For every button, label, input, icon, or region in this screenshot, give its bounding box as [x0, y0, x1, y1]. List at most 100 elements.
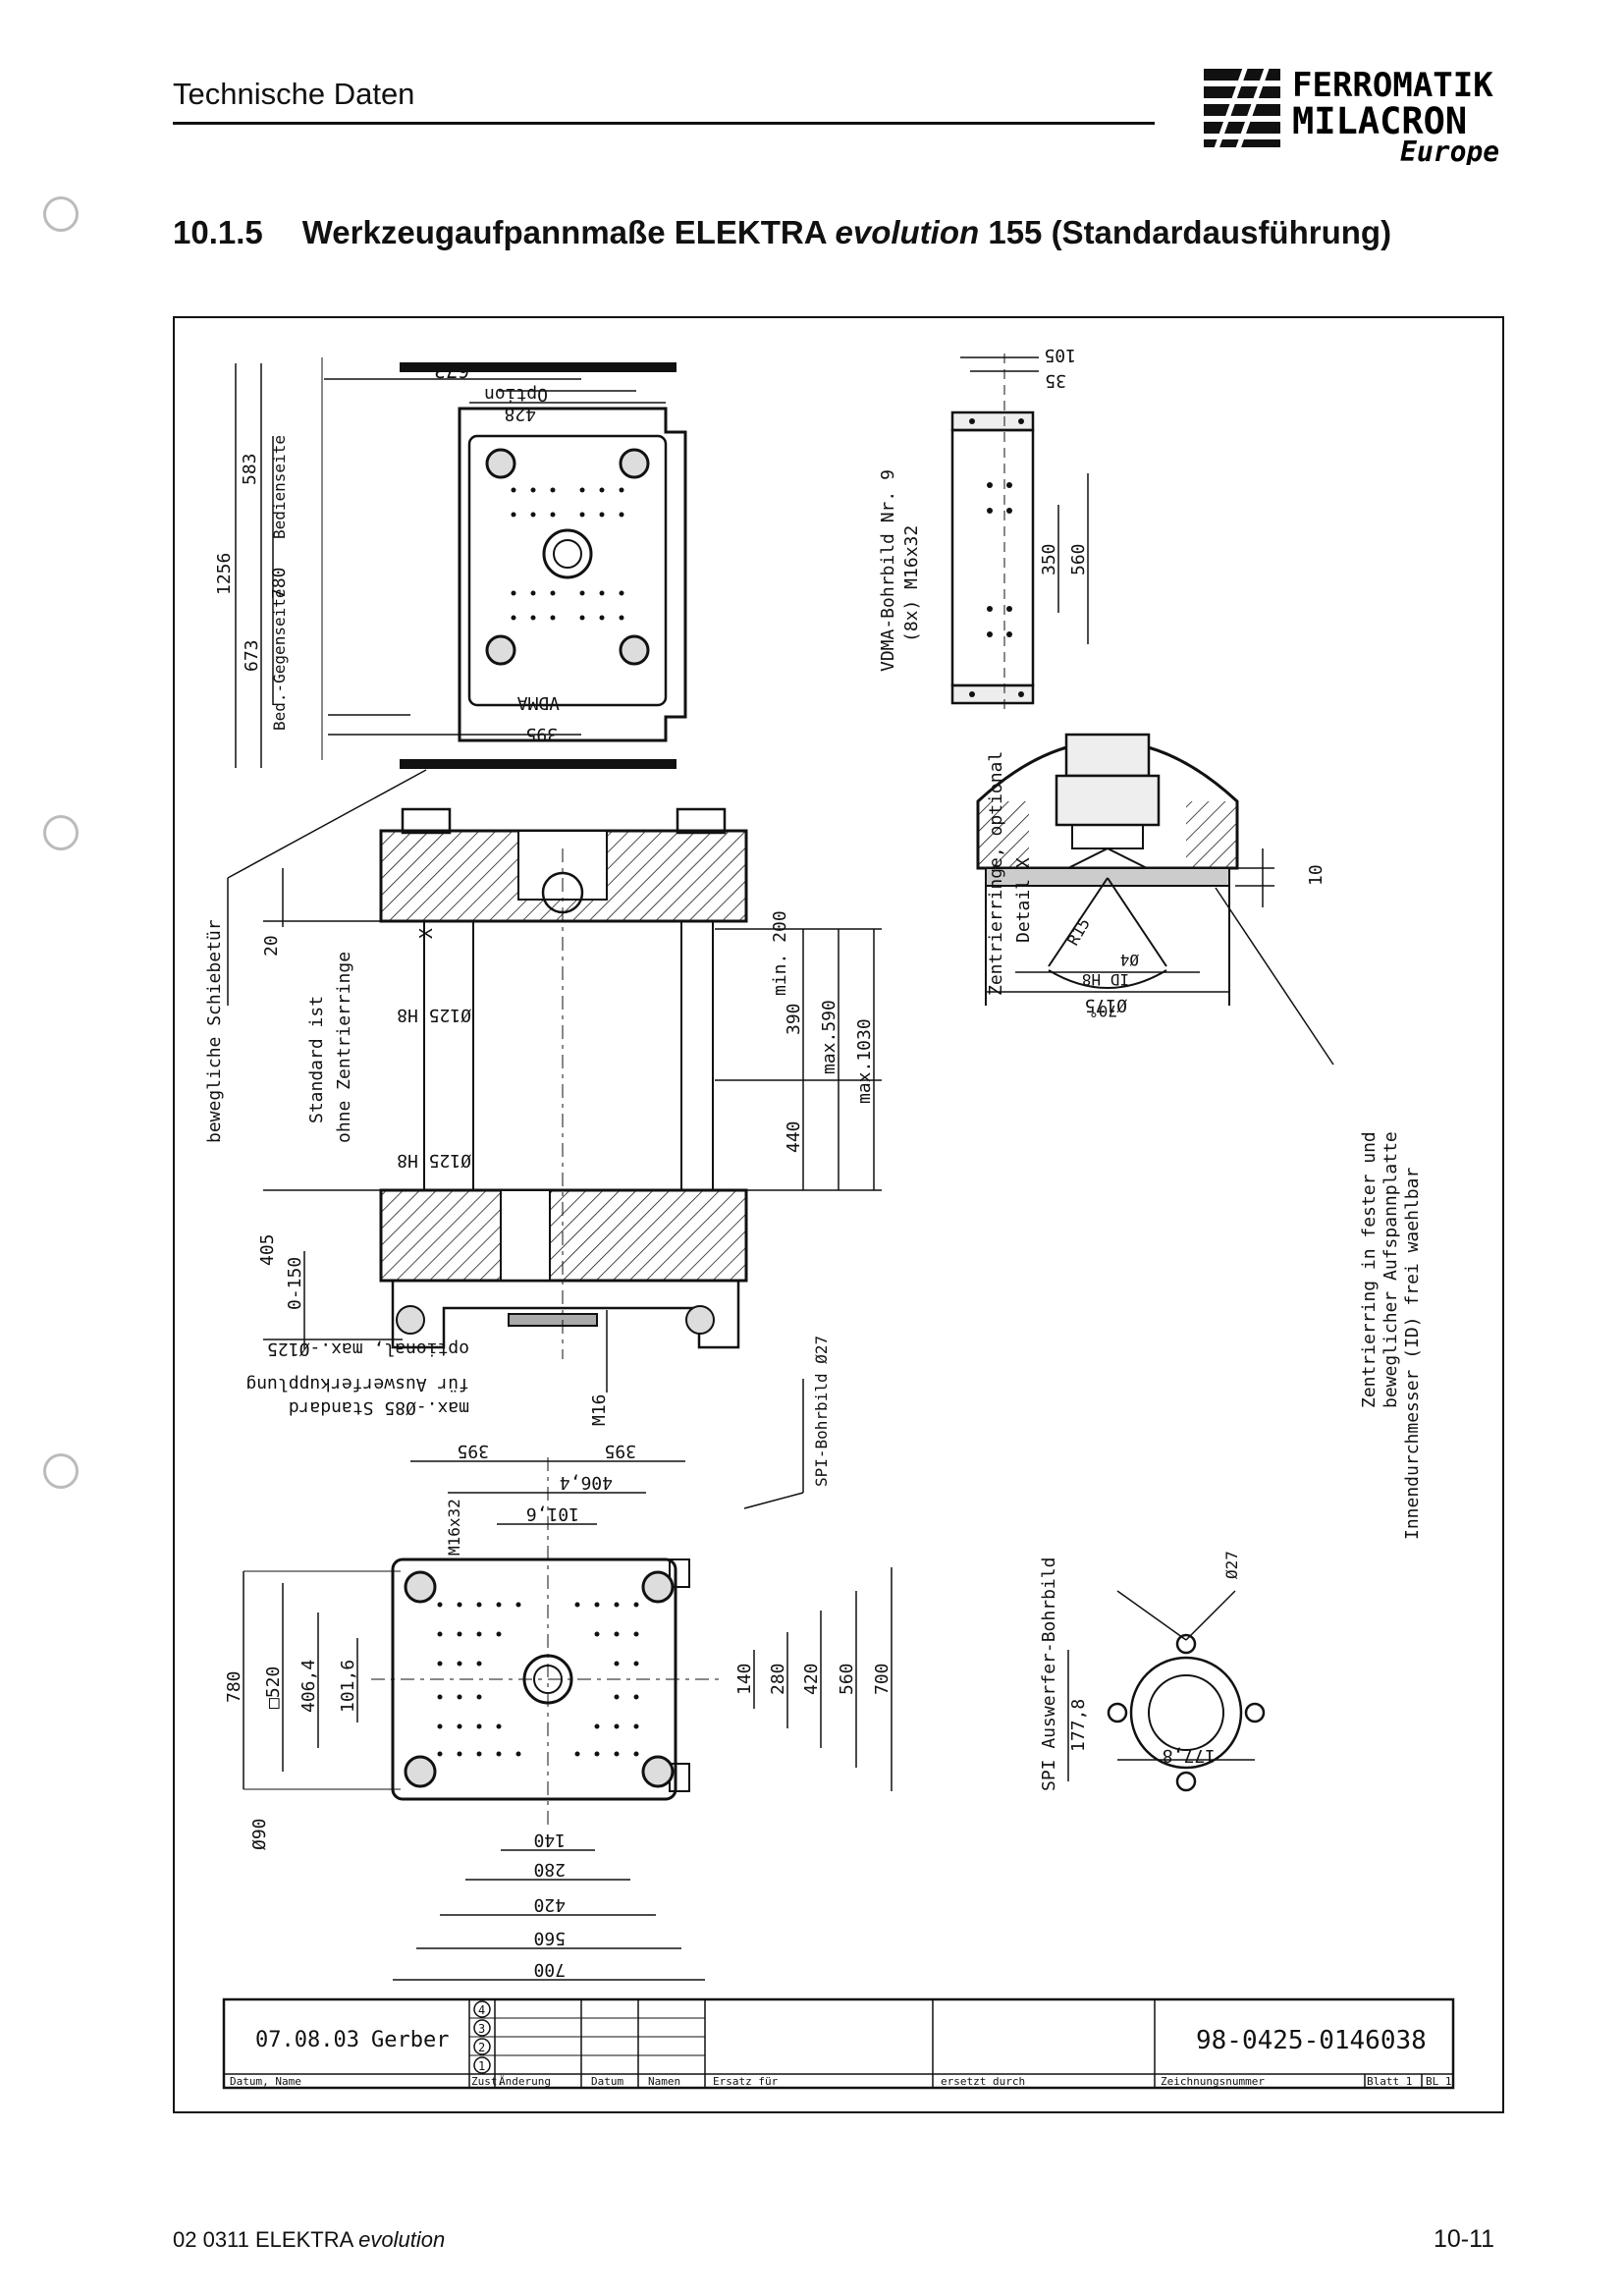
- field-datum: Datum: [591, 2075, 623, 2088]
- dim-700-vert: 700: [872, 1663, 893, 1695]
- dim-280-horiz: 280: [533, 1859, 566, 1880]
- dim-395-right: 395: [604, 1441, 636, 1461]
- label-zentrierring-note1: Zentrierring in fester und: [1359, 1131, 1380, 1408]
- dim-406-4: 406,4: [560, 1472, 613, 1493]
- dim-428: 428: [504, 404, 536, 424]
- label-fuer-auswerferkupplung: für Auswerferkupplung: [245, 1374, 469, 1394]
- dim-420-horiz: 420: [533, 1894, 566, 1915]
- field-datum-name: Datum, Name: [230, 2075, 301, 2088]
- dim-780-bottom: 780: [224, 1670, 244, 1703]
- dim-101-6: 101,6: [526, 1503, 579, 1524]
- bottom-view-hole-pattern: [437, 1602, 639, 1757]
- label-zentrierring-note3: Innendurchmesser (ID) frei waehlbar: [1402, 1168, 1423, 1540]
- header-rule: [173, 122, 1155, 125]
- field-zust: Zust.: [471, 2075, 504, 2088]
- page-number: 10-11: [1434, 2225, 1495, 2253]
- dim-420-vert: 420: [801, 1663, 822, 1695]
- dim-390: 390: [784, 1003, 804, 1035]
- label-zentrierring-note2: beweglicher Aufspannplatte: [1380, 1131, 1401, 1408]
- dim-d90: Ø90: [249, 1818, 270, 1850]
- field-bl: BL 1: [1426, 2075, 1452, 2088]
- footer-doc-italic: evolution: [358, 2227, 446, 2252]
- dim-105: 105: [1044, 345, 1076, 365]
- label-zentrierringe-optional: Zentrierringe, optional: [986, 751, 1006, 996]
- logo-stripes-icon: [1204, 63, 1280, 152]
- section-title-italic: evolution: [835, 214, 980, 250]
- title-block-drawing-number: 98-0425-0146038: [1196, 2026, 1427, 2055]
- dim-10: 10: [1306, 864, 1326, 886]
- label-spi-bohrbild: SPI-Bohrbild Ø27: [812, 1336, 831, 1487]
- dim-560-horiz: 560: [533, 1928, 566, 1948]
- field-blatt: Blatt 1: [1367, 2075, 1412, 2088]
- field-zeichnungsnummer: Zeichnungsnummer: [1161, 2075, 1265, 2088]
- label-bed-gegenseite: Bed.-Gegenseite: [270, 589, 289, 732]
- section-title-a: Werkzeugaufpannmaße ELEKTRA: [301, 214, 836, 250]
- field-namen: Namen: [648, 2075, 680, 2088]
- label-bedienseite: Bedienseite: [270, 435, 289, 539]
- vdma-view: [950, 354, 1089, 711]
- technical-drawing-frame: 673 Option 428 583 Bedienseite 1256 780 …: [173, 316, 1504, 2113]
- label-ohne: ohne Zentrierringe: [334, 952, 354, 1143]
- dim-280-vert: 280: [768, 1663, 788, 1695]
- section-title-b: 155 (Standardausführung): [979, 214, 1392, 250]
- label-standard: Standard ist: [306, 996, 327, 1123]
- title-block-date: 07.08.03: [255, 2028, 359, 2052]
- technical-drawing: 673 Option 428 583 Bedienseite 1256 780 …: [204, 345, 1455, 2090]
- revision-3: 3: [478, 2022, 485, 2036]
- revision-4: 4: [478, 2003, 485, 2017]
- dim-max1030: max.1030: [854, 1018, 875, 1104]
- punch-hole: [43, 1453, 79, 1489]
- label-detail-x: Detail X: [1013, 857, 1034, 943]
- dim-1256: 1256: [214, 553, 235, 595]
- field-ersetzt-durch: ersetzt durch: [941, 2075, 1025, 2088]
- label-m16x32: M16x32: [445, 1499, 463, 1556]
- revision-2: 2: [478, 2041, 485, 2054]
- dim-560-vdma: 560: [1068, 543, 1089, 575]
- punch-hole: [43, 196, 79, 232]
- label-vdma-thread: (8x) M16x32: [901, 525, 922, 642]
- section-view: [227, 769, 882, 1509]
- dim-101-6-vert: 101,6: [338, 1660, 358, 1713]
- dim-0-150: 0-150: [285, 1257, 305, 1310]
- dim-min200: min. 200: [770, 910, 790, 996]
- label-vdma: VDMA: [516, 692, 560, 713]
- dim-d125-h8-a: Ø125 H8: [397, 1005, 471, 1025]
- label-schiebetuer: bewegliche Schiebetür: [204, 919, 225, 1143]
- section-heading: 10.1.5 Werkzeugaufpannmaße ELEKTRA evolut…: [173, 214, 1391, 251]
- top-view-hole-pattern: [511, 487, 624, 621]
- dim-405: 405: [257, 1233, 278, 1266]
- dim-option: Option: [484, 384, 548, 405]
- label-m16: M16: [589, 1394, 610, 1426]
- dim-560-vert: 560: [837, 1663, 857, 1695]
- label-max85-standard: max.-Ø85 Standard: [289, 1397, 469, 1418]
- section-number: 10.1.5: [173, 214, 263, 250]
- field-aenderung: Änderung: [499, 2075, 551, 2088]
- dim-780: 780: [269, 567, 290, 599]
- dim-35: 35: [1045, 370, 1066, 391]
- dim-177-8-horiz: 177,8: [1163, 1745, 1216, 1766]
- dim-140-vert: 140: [734, 1663, 755, 1695]
- dim-70-deg: 70°: [1089, 1002, 1117, 1020]
- dim-673-side: 673: [242, 639, 262, 672]
- dim-700-horiz: 700: [533, 1959, 566, 1980]
- dim-395: 395: [525, 724, 558, 744]
- logo-line3: Europe: [1400, 136, 1499, 165]
- dim-406-4-vert: 406,4: [298, 1660, 319, 1713]
- logo-line1: FERROMATIK: [1292, 66, 1493, 105]
- ferromatik-milacron-logo: FERROMATIK MILACRON Europe: [1204, 63, 1499, 165]
- label-optional-125: optional, max.-Ø125: [267, 1339, 469, 1359]
- title-block-name: Gerber: [371, 2028, 449, 2052]
- dim-id-h8: ID H8: [1082, 970, 1129, 989]
- punch-hole: [43, 815, 79, 850]
- label-vdma-bohrbild: VDMA-Bohrbild Nr. 9: [878, 469, 898, 672]
- dim-350: 350: [1039, 543, 1059, 575]
- dim-395-left: 395: [457, 1441, 489, 1461]
- dim-max590: max.590: [819, 1000, 839, 1074]
- footer-doc-a: 02 0311 ELEKTRA: [173, 2227, 359, 2252]
- dim-673-top: 673: [434, 358, 469, 382]
- logo-line2: MILACRON: [1292, 100, 1467, 142]
- dim-spi-d27: Ø27: [1222, 1551, 1241, 1579]
- footer-document-id: 02 0311 ELEKTRA evolution: [173, 2227, 445, 2253]
- title-block: [222, 1997, 1455, 2090]
- dim-140-horiz: 140: [533, 1830, 566, 1850]
